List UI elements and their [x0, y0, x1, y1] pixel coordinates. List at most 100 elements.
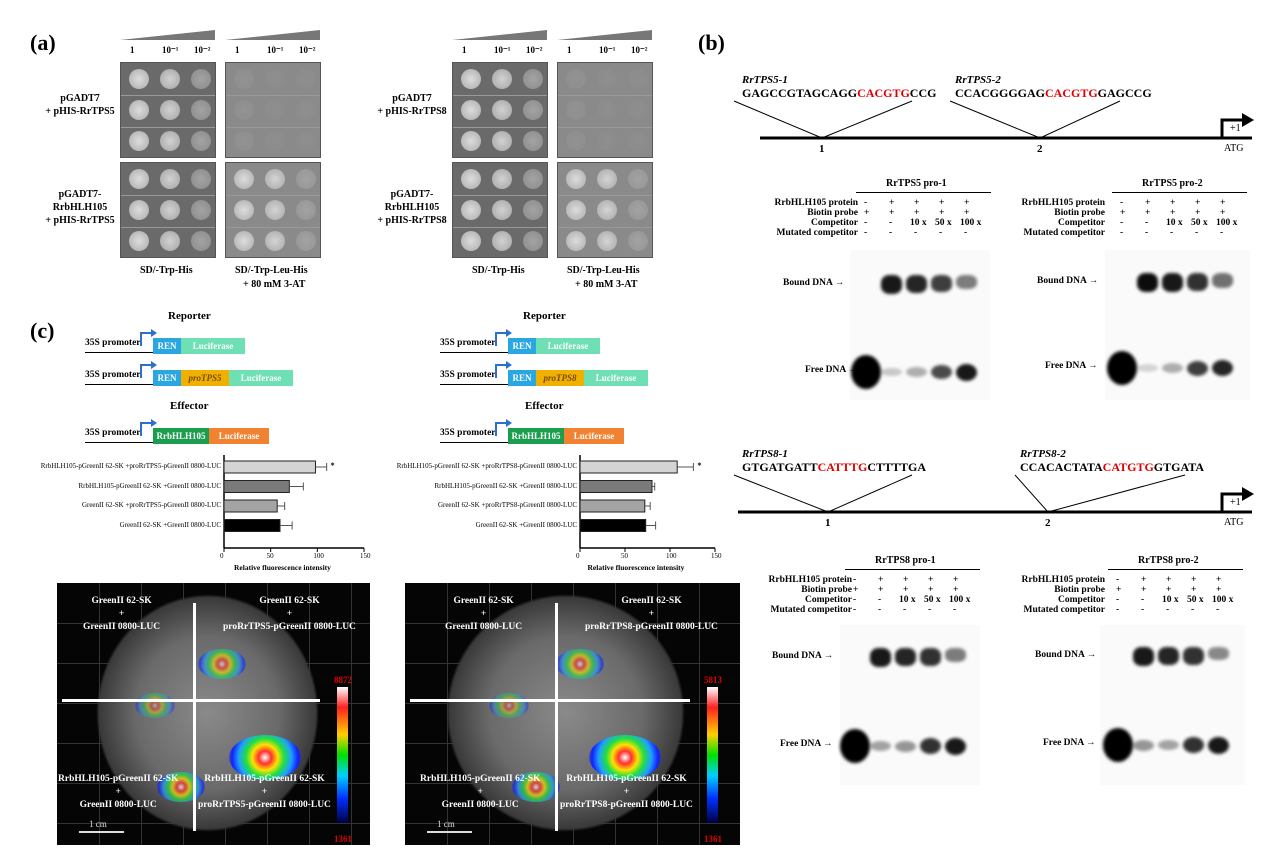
emsa-lane-value: -	[1145, 218, 1149, 228]
grid-line	[699, 583, 700, 845]
emsa-title-underline	[1112, 192, 1247, 193]
dilution-label: 10⁻²	[526, 45, 543, 55]
yeast-colony-spot	[234, 231, 254, 251]
bound-dna-band	[1158, 647, 1179, 665]
promoter-arrow-icon	[495, 364, 507, 378]
tss-arrow-icon	[1220, 492, 1244, 512]
emsa-lane-value: +	[1216, 585, 1222, 595]
yeast-colony-spot	[461, 169, 481, 189]
treatment-label-line: proRrTPS5-pGreenII 0800-LUC	[223, 622, 356, 632]
bound-dna-label: Bound DNA →	[1037, 276, 1099, 286]
emsa-lane-value: +	[953, 585, 959, 595]
yeast-plate-image	[120, 162, 216, 258]
grid-line	[226, 95, 320, 96]
tss-label: +1	[1230, 497, 1241, 508]
construct-element-luc: Luciferase	[564, 428, 624, 444]
emsa-lane-value: -	[1191, 605, 1195, 615]
emsa-lane-value: -	[964, 228, 968, 238]
yeast-colony-spot	[234, 200, 254, 220]
bar-category-label: RrbHLH105-pGreenII 62-SK +proRrTPS5-pGre…	[40, 462, 221, 470]
yeast-colony-spot	[492, 69, 512, 89]
emsa-lane-value: +	[878, 585, 884, 595]
dilution-label: 1	[462, 45, 467, 55]
emsa-lane-value: -	[853, 575, 857, 585]
yeast-colony-spot	[566, 200, 586, 220]
promoter-label: 35S promoter	[440, 370, 496, 380]
grid-line	[558, 95, 652, 96]
construct-element-ren: REN	[153, 338, 181, 354]
color-scale-min: 1361	[334, 834, 352, 844]
grid-line	[226, 127, 320, 128]
sequence-motif: CACGTG	[1045, 86, 1098, 100]
construct-element-luc: Luciferase	[229, 370, 293, 386]
yeast-colony-spot	[296, 200, 316, 220]
construct-element-ren: REN	[508, 338, 536, 354]
divider-horizontal	[410, 699, 690, 702]
bound-dna-band	[1133, 647, 1154, 666]
emsa-gel-image	[1100, 625, 1245, 785]
arrowhead-icon	[151, 329, 157, 337]
free-dna-label: Free DNA →	[805, 365, 858, 375]
grid-line	[121, 227, 215, 228]
backbone-line	[85, 352, 153, 353]
emsa-row-label: RrbHLH105 protein	[1021, 575, 1105, 585]
free-dna-band	[1137, 364, 1158, 372]
dilution-wedge	[557, 30, 652, 40]
emsa-row-label: Mutated competitor	[776, 228, 858, 238]
yeast-colony-spot	[296, 169, 316, 189]
promoter-arrow-icon	[495, 332, 507, 346]
emsa-lane-value: 10 x	[1162, 595, 1179, 605]
sequence-flank: CTTTTGA	[867, 460, 927, 474]
yeast-colony-spot	[597, 131, 617, 151]
construct-element-luc: Luciferase	[209, 428, 269, 444]
bound-dna-band	[1187, 273, 1208, 291]
tss-arrowhead-icon	[1242, 113, 1254, 127]
x-tick-label: 150	[711, 552, 722, 560]
yeast-colony-spot	[234, 169, 254, 189]
treatment-label-line: RrbHLH105-pGreenII 62-SK	[58, 774, 179, 784]
treatment-label: GreenII 62-SK+GreenII 0800-LUC	[83, 595, 160, 634]
yeast-colony-spot	[461, 69, 481, 89]
emsa-lane-value: -	[1141, 595, 1145, 605]
treatment-label-line: RrbHLH105-pGreenII 62-SK	[204, 774, 325, 784]
emsa-lane-value: -	[1120, 198, 1124, 208]
bar-category-label: GreenII 62-SK +GreenII 0800-LUC	[119, 520, 221, 529]
x-tick-label: 0	[576, 552, 580, 560]
treatment-label-line: GreenII 0800-LUC	[79, 800, 157, 810]
emsa-lane-value: +	[1191, 585, 1197, 595]
construct-element-pro: proTPS5	[181, 370, 229, 386]
free-dna-band	[840, 729, 870, 763]
bar-category-label: GreenII 62-SK +proRrTPS5-pGreenII 0800-L…	[81, 501, 221, 509]
emsa-lane-value: -	[1116, 605, 1120, 615]
yeast-colony-spot	[523, 69, 543, 89]
bound-dna-label: Bound DNA →	[772, 651, 834, 661]
color-scale-bar	[707, 687, 718, 823]
emsa-row-label: Biotin probe	[1054, 208, 1105, 218]
treatment-label-line: +	[648, 609, 655, 619]
bar	[579, 480, 653, 493]
grid-line	[558, 127, 652, 128]
medium-label: SD/-Trp-Leu-His	[235, 265, 308, 276]
construct-element-luc: Luciferase	[536, 338, 600, 354]
free-dna-band	[1107, 351, 1137, 385]
emsa-lane-value: -	[878, 605, 882, 615]
free-dna-band	[1133, 739, 1154, 751]
emsa-title: RrTPS5 pro-2	[1142, 178, 1203, 189]
site-position-label: 1	[819, 143, 825, 155]
emsa-lane-value: +	[1145, 208, 1151, 218]
yeast-colony-spot	[234, 100, 254, 120]
yeast-colony-spot	[265, 131, 285, 151]
free-dna-label: Free DNA →	[1043, 738, 1096, 748]
yeast-colony-spot	[461, 131, 481, 151]
free-dna-band	[1183, 737, 1204, 753]
sequence-flank: CCACGGGGAG	[955, 86, 1045, 100]
emsa-lane-value: -	[864, 198, 868, 208]
emsa-lane-value: -	[1216, 605, 1220, 615]
emsa-title-underline	[845, 569, 980, 570]
arrowhead-icon	[506, 329, 512, 337]
yeast-plate-image	[225, 62, 321, 158]
emsa-row-label: Mutated competitor	[1023, 228, 1105, 238]
promoter-label: 35S promoter	[440, 428, 496, 438]
diagram-line	[827, 474, 913, 513]
